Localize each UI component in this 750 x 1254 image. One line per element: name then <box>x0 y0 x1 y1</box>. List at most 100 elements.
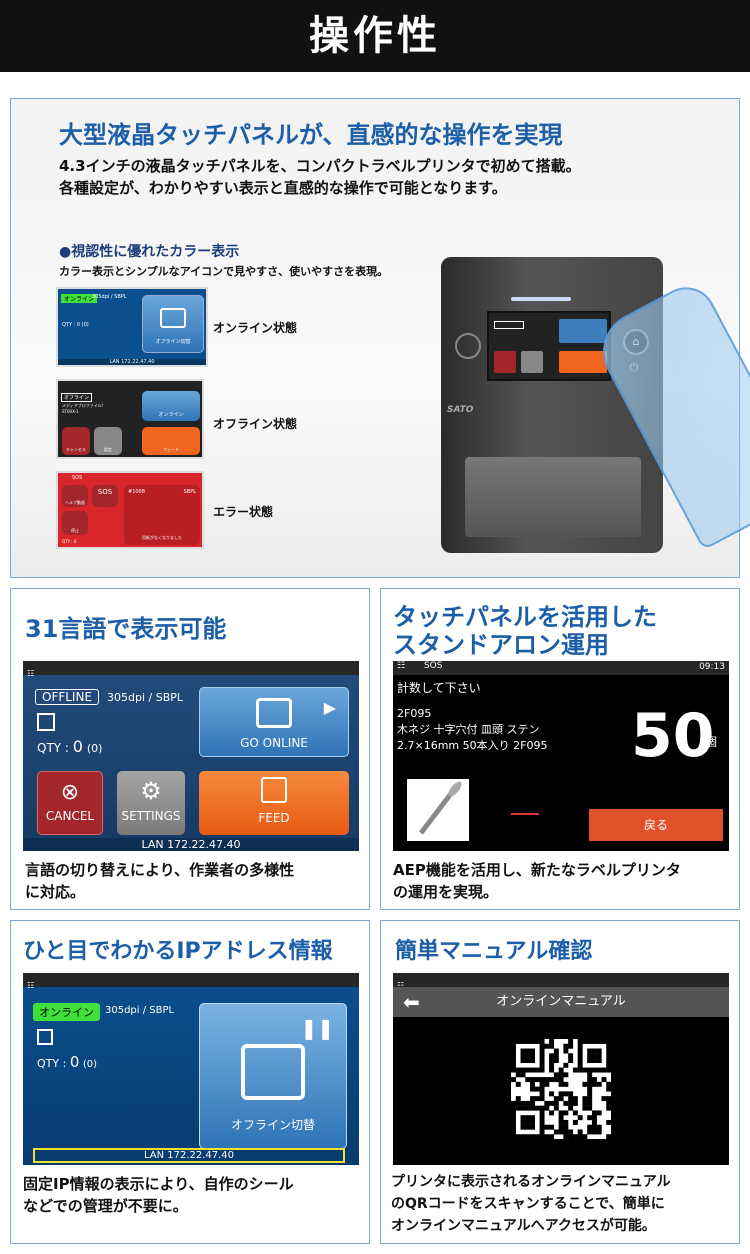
bullet-title: ●視認性に優れたカラー表示 <box>59 244 240 260</box>
bullet-desc: カラー表示とシンプルなアイコンで見やすさ、使いやすさを表現。 <box>59 265 389 278</box>
online-button-label: オンライン <box>158 412 184 418</box>
panel-desc-line2: の運用を実現。 <box>393 883 499 901</box>
qty-value: 0 <box>69 1053 80 1071</box>
offline-badge: OFFLINE <box>35 689 100 705</box>
state-label-error: エラー状態 <box>213 505 274 519</box>
network-icon: ☷ <box>397 981 405 990</box>
qr-code-image <box>511 1039 612 1140</box>
play-icon: ▶ <box>323 698 336 717</box>
resolution-label: 305dpi / SBPL <box>105 1005 175 1016</box>
help-video-button[interactable]: ヘルプ動画 <box>62 485 88 507</box>
online-button[interactable]: オンライン <box>142 391 200 421</box>
offline-toggle-button[interactable]: オフライン切替 <box>142 295 204 353</box>
cancel-button[interactable]: キャンセル <box>62 427 90 455</box>
printer-icon <box>160 308 186 328</box>
panel-desc-line2: に対応。 <box>25 883 86 901</box>
panel-standalone: タッチパネルを活用した スタンドアロン運用 ☷ SOS 09:13 計数して下さ… <box>380 588 740 910</box>
panel-title: ひと目でわかるIPアドレス情報 <box>23 939 333 964</box>
settings-label: SETTINGS <box>121 809 181 823</box>
media-profile-line1: メディアプロファイル! <box>62 403 104 408</box>
back-arrow-icon[interactable]: ⬅ <box>403 990 420 1014</box>
offline-toggle-button[interactable]: ❚❚ オフライン切替 <box>199 1003 347 1149</box>
sos-button[interactable]: SOS <box>92 485 118 507</box>
manual-title: オンラインマニュアル <box>496 994 626 1009</box>
resolution-label: 305dpi / SBPL <box>107 691 184 704</box>
lan-address: LAN 172.22.47.40 <box>23 838 359 851</box>
lan-address: LAN 172.22.47.40 <box>33 1148 345 1163</box>
feed-icon <box>261 777 287 803</box>
pause-icon: ❚❚ <box>300 1016 334 1040</box>
cancel-label: CANCEL <box>45 809 95 823</box>
qty-display: QTY : 0 (0) <box>37 737 102 756</box>
qty-paren: (0) <box>86 742 103 755</box>
resolution-label: 305dpi / SBPL <box>92 294 127 300</box>
feed-button[interactable]: フィード <box>142 427 200 455</box>
go-online-label: GO ONLINE <box>240 736 308 750</box>
back-button[interactable]: 戻る <box>589 809 723 841</box>
media-icon <box>37 713 55 731</box>
network-icon: ☷ <box>27 669 35 678</box>
feed-button[interactable]: FEED <box>199 771 349 835</box>
printer-screen-count: ☷ SOS 09:13 計数して下さい 2F095 木ネジ 十字穴付 皿頭 ステ… <box>393 661 729 851</box>
item-code: 2F095 <box>397 707 432 720</box>
panel-desc-line1: 言語の切り替えにより、作業者の多様性 <box>25 861 295 879</box>
media-profile-line2: ST00X-1 <box>62 409 79 414</box>
error-message: 用紙がなくなりました <box>142 535 182 540</box>
settings-button[interactable]: 設定 <box>94 427 122 455</box>
printer-lcd <box>487 311 611 381</box>
network-icon: ☷ <box>397 661 406 671</box>
item-spec: 2.7×16mm 50本入り 2F095 <box>397 739 548 752</box>
feed-label: FEED <box>258 811 290 825</box>
page-title: 操作性 <box>0 0 750 72</box>
status-led <box>511 297 571 301</box>
sos-label: SOS <box>423 661 443 671</box>
state-label-offline: オフライン状態 <box>213 417 298 431</box>
panel-languages: 31言語で表示可能 ☷ OFFLINE 305dpi / SBPL QTY : … <box>10 588 370 910</box>
go-online-button[interactable]: ▶ GO ONLINE <box>199 687 349 757</box>
printer-screen-online: ☷ オンライン 305dpi / SBPL QTY : 0 (0) ❚❚ オフラ… <box>23 973 359 1165</box>
online-badge: オンライン <box>61 294 98 303</box>
panel-desc-line2: などでの管理が不要に。 <box>23 1197 188 1215</box>
panel-desc-line1: プリンタに表示されるオンラインマニュアル <box>391 1174 671 1190</box>
item-name: 木ネジ 十字穴付 皿頭 ステン <box>397 723 540 736</box>
qty-label: QTY : 0 (0) <box>62 322 89 328</box>
panel-desc-line1: 固定IP情報の表示により、自作のシール <box>23 1175 294 1193</box>
settings-button[interactable]: ⚙ SETTINGS <box>117 771 185 835</box>
hero-desc-line2: 各種設定が、わかりやすい表示と直感的な操作で可能となります。 <box>59 179 507 197</box>
error-qty-label: QTY : 0 <box>62 539 77 544</box>
offline-badge: オフライン <box>61 393 93 402</box>
hero-panel: 大型液晶タッチパネルが、直感的な操作を実現 4.3インチの液晶タッチパネルを、コ… <box>10 98 750 578</box>
status-bar: ☷ <box>23 973 359 990</box>
sos-small-label: SOS <box>72 475 83 481</box>
printer-screen-english: ☷ OFFLINE 305dpi / SBPL QTY : 0 (0) ▶ GO… <box>23 661 359 851</box>
printer-icon <box>241 1044 305 1100</box>
lan-address: LAN 172.22.47.40 <box>58 359 206 365</box>
manual-title-bar: ⬅ オンラインマニュアル <box>393 987 729 1017</box>
thumb-online-screen: オンライン 305dpi / SBPL QTY : 0 (0) オフライン切替 … <box>56 287 208 367</box>
thumb-error-screen: SOS ヘルプ動画 SOS 停止 QTY : 0 #1008 SBPL 用紙がな… <box>56 471 204 549</box>
printer-front-cover <box>465 457 641 537</box>
qr-code[interactable] <box>511 1039 612 1140</box>
stop-button[interactable]: 停止 <box>62 511 88 535</box>
qty-value: 0 <box>72 737 83 756</box>
printer-screen-manual: ☷ ⬅ オンラインマニュアル <box>393 973 729 1165</box>
offline-toggle-label: オフライン切替 <box>230 1118 315 1132</box>
error-code: #1008 <box>128 489 145 495</box>
nfc-icon <box>455 333 481 359</box>
panel-desc-line3: オンラインマニュアルへアクセスが可能。 <box>391 1218 656 1234</box>
status-bar: ☷ <box>23 661 359 678</box>
thumb-offline-screen: オフライン メディアプロファイル! ST00X-1 オンライン キャンセル 設定… <box>56 379 204 459</box>
panel-title: 簡単マニュアル確認 <box>395 939 593 964</box>
panel-desc-line1: AEP機能を活用し、新たなラベルプリンタ <box>393 861 681 879</box>
error-sbpl: SBPL <box>183 489 196 495</box>
offline-toggle-label: オフライン切替 <box>155 339 191 345</box>
panel-title-line1: タッチパネルを活用した <box>393 603 657 631</box>
cancel-button[interactable]: ⊗ CANCEL <box>37 771 103 835</box>
panel-title: 31言語で表示可能 <box>25 615 227 643</box>
hero-title: 大型液晶タッチパネルが、直感的な操作を実現 <box>59 121 563 149</box>
status-bar: ☷ SOS 09:13 <box>393 661 729 675</box>
error-message-card: #1008 SBPL 用紙がなくなりました <box>124 485 200 545</box>
state-label-online: オンライン状態 <box>213 321 298 335</box>
qty-display: QTY : 0 (0) <box>37 1053 97 1071</box>
media-icon <box>37 1029 53 1045</box>
